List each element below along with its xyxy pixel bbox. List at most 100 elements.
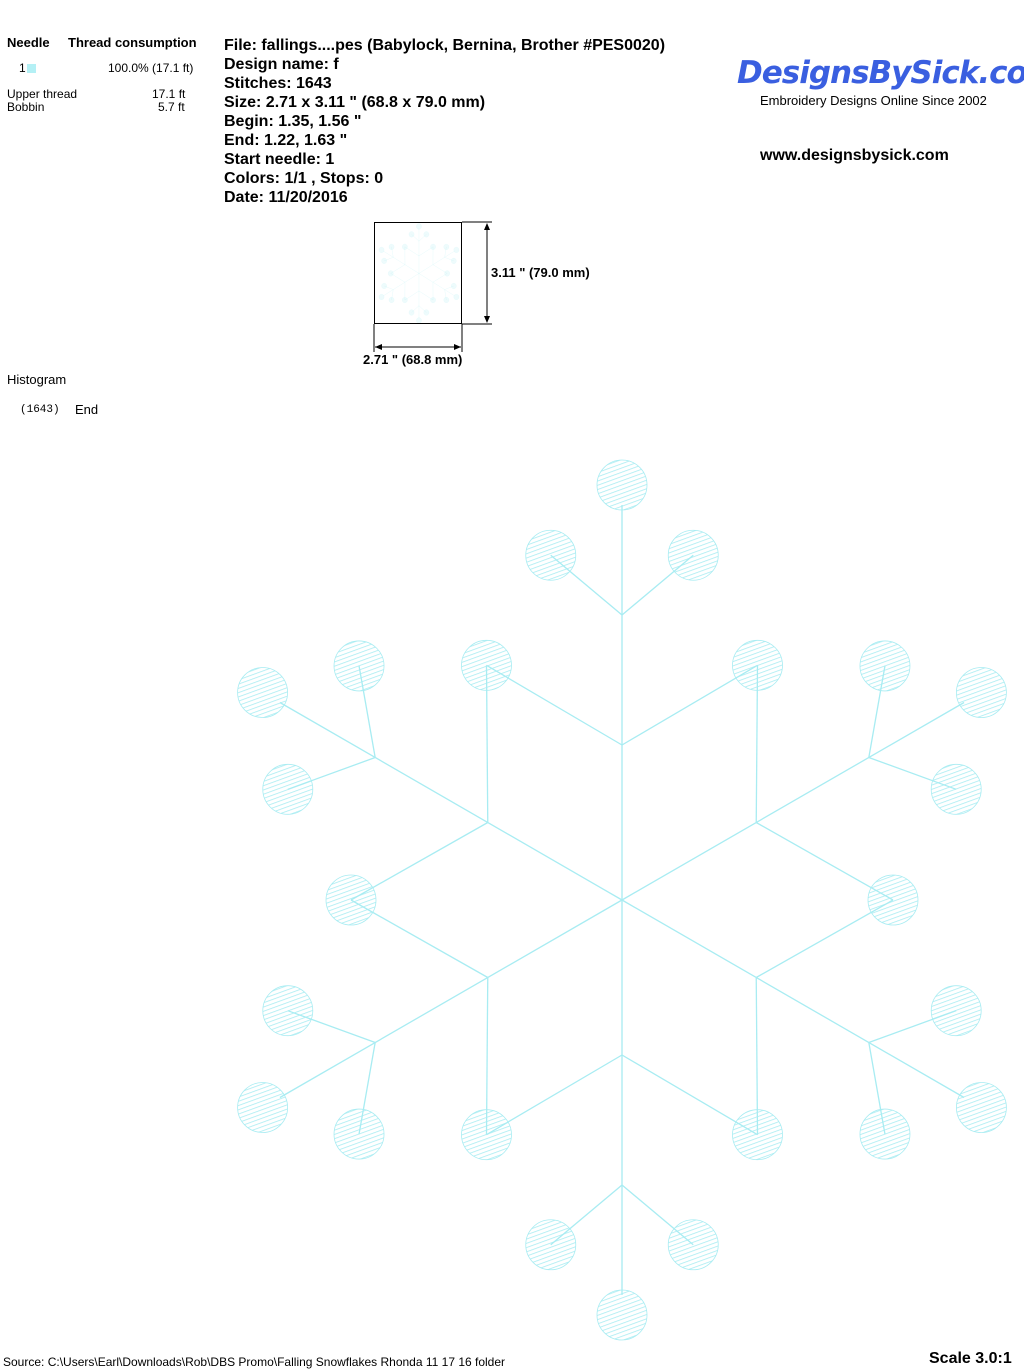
stitch-line (432, 264, 448, 274)
stitch-line (486, 664, 623, 746)
website-url[interactable]: www.designsbysick.com (760, 147, 949, 164)
histogram-count: (1643) (20, 404, 60, 416)
stitch-line (418, 290, 434, 301)
stitch-dot (237, 1082, 288, 1133)
scale-label: Scale 3.0:1 (929, 1350, 1012, 1367)
stitch-dot (388, 244, 395, 250)
stitch-dot (596, 1289, 648, 1341)
design-name: Design name: f (224, 56, 339, 73)
stitch-dot (402, 297, 408, 303)
stitch-dot (732, 639, 783, 691)
design-size: Size: 2.71 x 3.11 " (68.8 x 79.0 mm) (224, 94, 486, 111)
stitch-dot (416, 317, 422, 323)
height-dimension: 3.11 " (79.0 mm) (491, 265, 590, 280)
stitch-dot (430, 243, 436, 250)
bobbin-value: 5.7 ft (158, 100, 185, 114)
stitch-dot (443, 244, 449, 250)
consumption-header: Thread consumption (68, 35, 197, 50)
stitch-dot (732, 1109, 783, 1161)
stitch-dot (325, 874, 377, 926)
design-info: File: fallings....pes (Babylock, Bernina… (224, 36, 665, 207)
width-dimension: 2.71 " (68.8 mm) (363, 352, 463, 367)
stitch-line (390, 264, 406, 274)
stitch-dot (333, 1108, 385, 1160)
stitch-dot (262, 763, 314, 815)
stitch-line (621, 701, 965, 901)
stitch-line (418, 250, 455, 274)
thumbnail-snowflake (378, 223, 460, 323)
stitch-line (485, 665, 489, 823)
design-thumbnail (374, 222, 462, 324)
stitch-line (621, 664, 758, 746)
stitch-dot (402, 243, 408, 250)
stitch-dot (525, 1219, 577, 1271)
end-point: End: 1.22, 1.63 " (224, 132, 348, 149)
brand-logo: DesignsBySick.com (737, 55, 1024, 91)
stitch-line (404, 290, 419, 301)
stitch-line (350, 899, 489, 979)
begin-point: Begin: 1.35, 1.56 " (224, 113, 362, 130)
needle-header: Needle (7, 35, 50, 50)
stitch-dot (444, 270, 450, 277)
stitch-dot (451, 283, 457, 289)
stitch-dot (859, 1108, 911, 1160)
brand-tagline: Embroidery Designs Online Since 2002 (760, 93, 987, 108)
stitch-dot (667, 529, 719, 581)
stitch-dot (867, 874, 919, 926)
stitch-dot (859, 640, 911, 692)
stitch-count: Stitches: 1643 (224, 75, 332, 92)
colors-stops: Colors: 1/1 , Stops: 0 (224, 170, 384, 187)
stitch-dot (408, 231, 415, 238)
stitch-dot (667, 1219, 719, 1271)
thread-color-swatch (26, 64, 36, 74)
stitch-line (418, 246, 434, 256)
stitch-line (279, 701, 623, 901)
stitch-dot (430, 297, 436, 303)
file-name: File: fallings....pes (Babylock, Bernina… (224, 37, 666, 54)
stitch-line (390, 273, 406, 283)
stitch-dot (388, 270, 394, 277)
stitch-dot (525, 529, 577, 581)
stitch-dot (237, 667, 288, 718)
stitch-dot (423, 231, 430, 238)
design-date: Date: 11/20/2016 (224, 189, 348, 206)
histogram-end: End (75, 402, 99, 417)
stitch-dot (453, 247, 460, 253)
stitch-dot (461, 1109, 512, 1161)
stitch-dot (416, 223, 422, 230)
stitch-line (383, 273, 419, 296)
stitch-line (432, 273, 448, 283)
stitch-dot (956, 1082, 1007, 1133)
stitch-dot (453, 294, 460, 300)
stitch-line (755, 665, 759, 823)
stitch-line (418, 273, 455, 296)
stitch-dot (461, 639, 512, 691)
stitch-dot (333, 640, 385, 692)
start-needle: Start needle: 1 (224, 151, 335, 168)
stitch-line (485, 977, 489, 1135)
stitch-line (279, 899, 623, 1099)
stitch-line (755, 977, 759, 1135)
stitch-line (383, 250, 419, 274)
upper-thread-value: 17.1 ft (152, 87, 186, 101)
stitch-line (621, 1054, 758, 1136)
stitch-line (486, 1054, 623, 1136)
stitch-dot (378, 294, 385, 300)
stitch-dot (956, 667, 1007, 718)
stitch-line (350, 821, 489, 901)
stitch-dot (388, 297, 395, 303)
stitch-line (621, 899, 965, 1099)
source-path: Source: C:\Users\Earl\Downloads\Rob\DBS … (3, 1355, 506, 1369)
needle-number: 1 (19, 61, 36, 75)
stitch-dot (408, 309, 415, 316)
stitch-dot (930, 763, 982, 815)
stitch-dot (381, 258, 387, 264)
histogram-title: Histogram (7, 372, 67, 387)
stitch-line (755, 821, 894, 901)
upper-thread-label: Upper thread (7, 87, 78, 101)
stitch-dot (451, 258, 457, 264)
stitch-dot (443, 297, 449, 303)
stitch-line (404, 246, 419, 256)
